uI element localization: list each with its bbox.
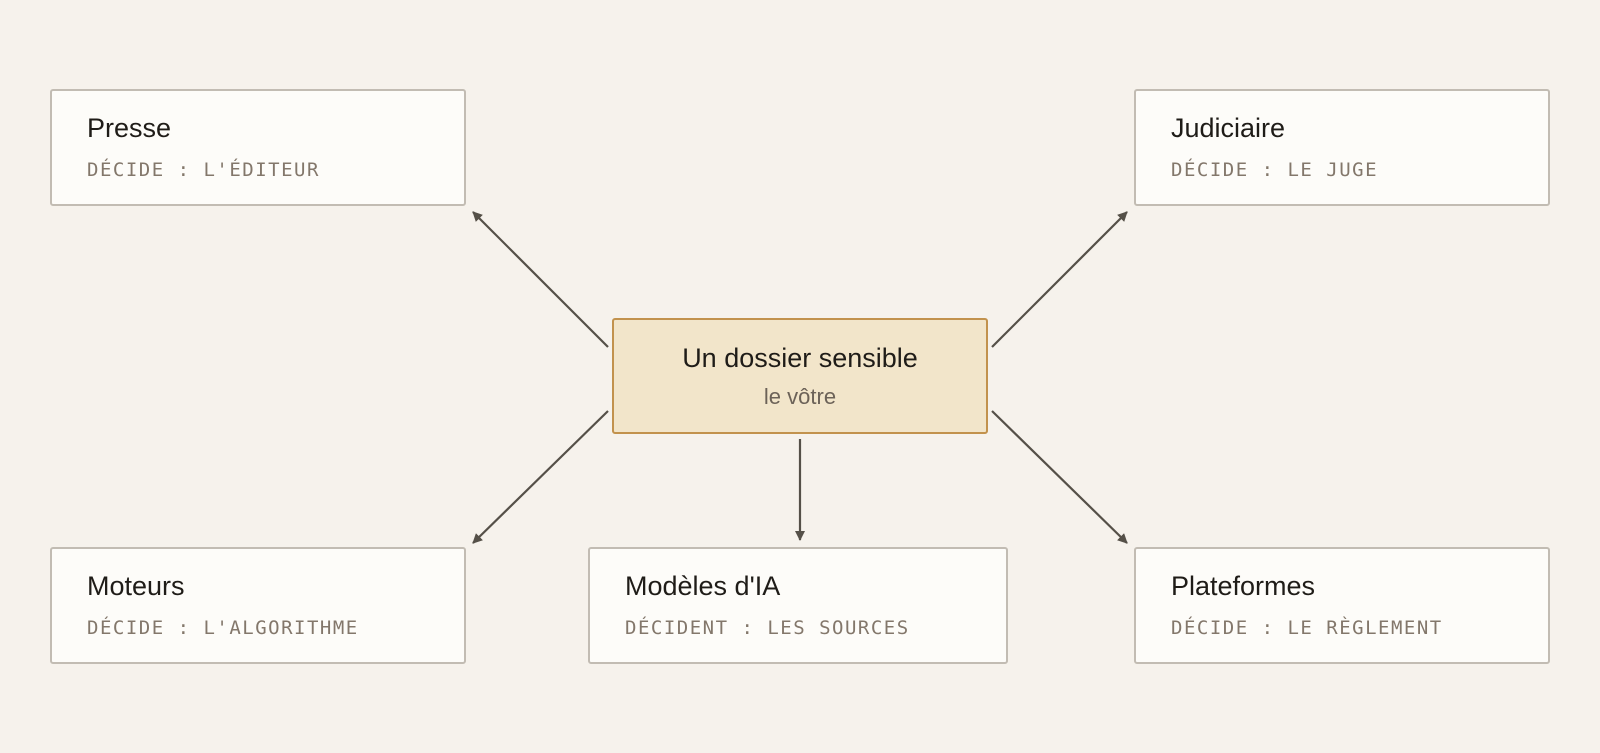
node-presse-title: Presse [87,113,172,143]
node-moteurs-subtitle: DÉCIDE : L'ALGORITHME [87,617,359,639]
node-plateformes-title: Plateformes [1171,571,1316,601]
node-presse-subtitle: DÉCIDE : L'ÉDITEUR [87,159,320,181]
node-modeles-ia: Modèles d'IA DÉCIDENT : LES SOURCES [588,547,1008,664]
node-moteurs: Moteurs DÉCIDE : L'ALGORITHME [50,547,466,664]
node-plateformes: Plateformes DÉCIDE : LE RÈGLEMENT [1134,547,1550,664]
node-judiciaire-subtitle: DÉCIDE : LE JUGE [1171,159,1379,181]
arrow-to-judiciaire [991,211,1128,348]
node-moteurs-title: Moteurs [87,571,185,601]
node-modeles-ia-subtitle: DÉCIDENT : LES SOURCES [625,617,910,639]
node-judiciaire: Judiciaire DÉCIDE : LE JUGE [1134,89,1550,206]
node-judiciaire-title: Judiciaire [1171,113,1286,143]
arrow-to-presse [472,211,609,348]
arrow-to-plateformes [991,410,1128,544]
node-modeles-ia-title: Modèles d'IA [625,571,781,601]
center-node: Un dossier sensible le vôtre [612,318,988,434]
arrow-to-moteurs [472,410,609,544]
node-plateformes-subtitle: DÉCIDE : LE RÈGLEMENT [1171,617,1443,639]
center-node-title: Un dossier sensible [682,343,918,373]
node-presse: Presse DÉCIDE : L'ÉDITEUR [50,89,466,206]
center-node-subtitle: le vôtre [763,384,837,409]
